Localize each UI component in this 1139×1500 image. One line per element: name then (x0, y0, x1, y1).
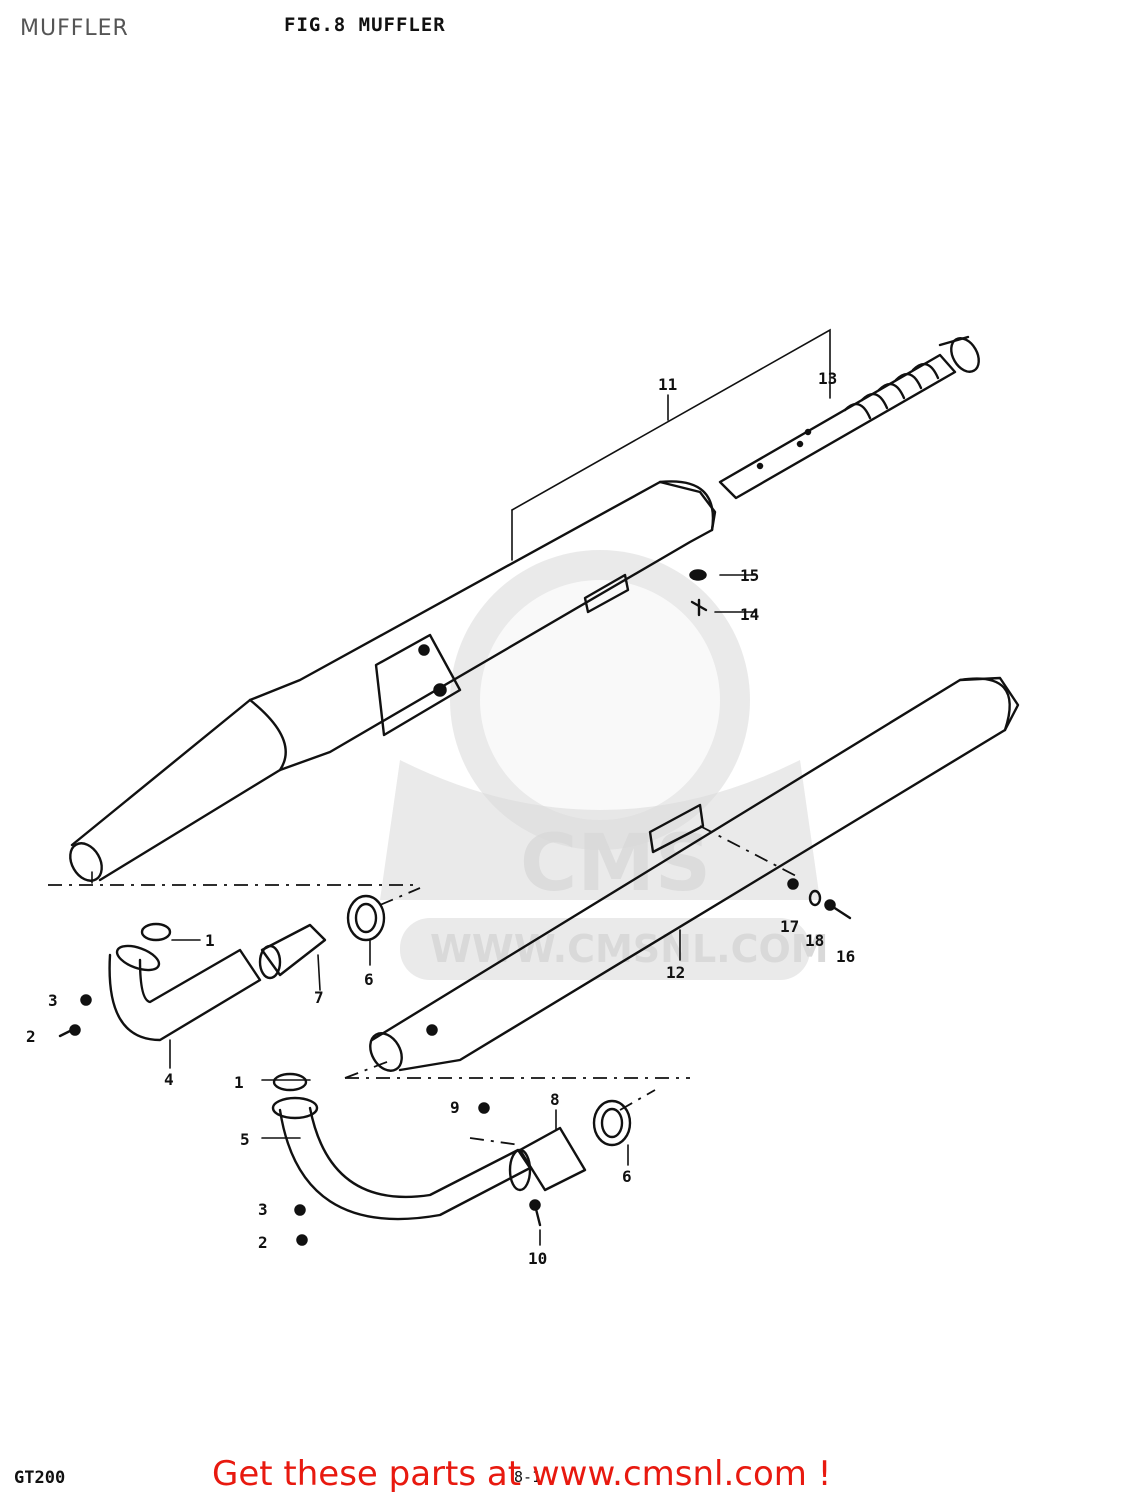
clamp-7 (260, 923, 327, 977)
callout-label: 14 (740, 605, 759, 624)
upper-exhaust-pipe (58, 894, 386, 1042)
nut-6-lower (592, 1099, 632, 1147)
callout-label: 12 (666, 963, 685, 982)
gasket-1 (140, 922, 172, 942)
gasket-1-lower (272, 1072, 308, 1092)
hardware-set (689, 569, 852, 920)
alignment-lines (48, 884, 690, 1146)
callout-label: 10 (528, 1249, 547, 1268)
baffle-tube (718, 335, 980, 500)
callout-label: 6 (622, 1167, 632, 1186)
connector-8 (518, 1126, 587, 1192)
cta-link[interactable]: Get these parts at www.cmsnl.com ! (212, 1454, 832, 1494)
callout-11-bracket (511, 328, 831, 561)
page-number: 8-1 (514, 1468, 542, 1486)
callout-label: 1 (234, 1073, 244, 1092)
callout-label: 16 (836, 947, 855, 966)
callout-labels: 1 2 3 4 6 7 11 13 15 14 17 18 16 12 1 5 … (26, 369, 855, 1268)
lower-muffler (369, 676, 1020, 1072)
callout-label: 6 (364, 970, 374, 989)
callout-label: 3 (258, 1200, 268, 1219)
watermark-url: WWW.CMSNL.COM (430, 927, 829, 971)
watermark-mascot-body (380, 760, 820, 900)
callout-label: 2 (26, 1027, 36, 1046)
callout-label: 4 (164, 1070, 174, 1089)
callout-label: 18 (805, 931, 824, 950)
callout-label: 15 (740, 566, 759, 585)
lower-exhaust-pipe (271, 1072, 632, 1246)
callout-label: 11 (658, 375, 677, 394)
callout-label: 8 (550, 1090, 560, 1109)
leader-lines (169, 574, 756, 1246)
callout-label: 2 (258, 1233, 268, 1252)
watermark-brand: CMS (520, 819, 711, 909)
cms-watermark: CMS WWW.CMSNL.COM (380, 550, 829, 980)
callout-label: 5 (240, 1130, 250, 1149)
callout-label: 1 (205, 931, 215, 950)
watermark-url-band (400, 918, 810, 980)
upper-muffler (69, 480, 717, 884)
callout-label: 17 (780, 917, 799, 936)
model-label: GT200 (14, 1468, 66, 1488)
page-title: MUFFLER (20, 16, 129, 41)
callout-label: 13 (818, 369, 837, 388)
callout-label: 9 (450, 1098, 460, 1117)
callout-label: 7 (314, 988, 324, 1007)
callout-label: 3 (48, 991, 58, 1010)
nut-6 (346, 894, 386, 942)
figure-title: FIG.8 MUFFLER (284, 14, 446, 36)
